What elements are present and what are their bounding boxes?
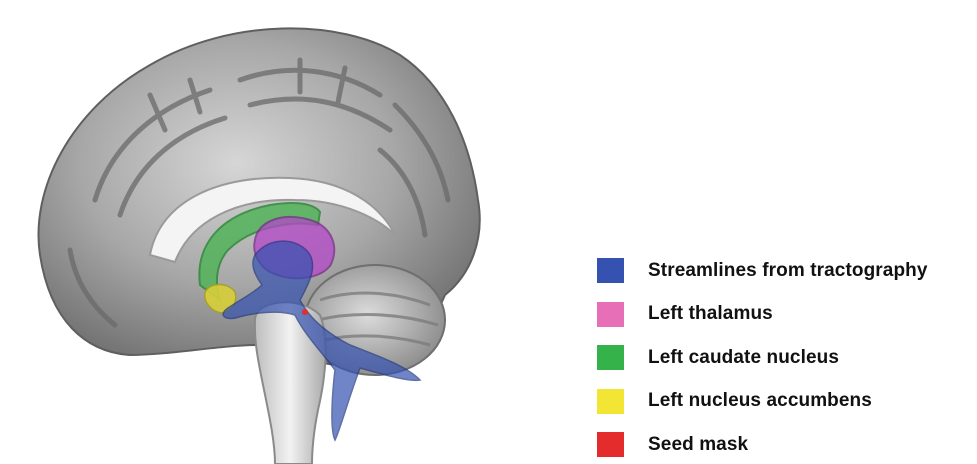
legend-item: Left nucleus accumbens bbox=[597, 380, 977, 424]
legend-item: Seed mask bbox=[597, 423, 977, 464]
legend-swatch bbox=[597, 389, 624, 414]
legend-item: Left caudate nucleus bbox=[597, 336, 977, 380]
legend-item: Left thalamus bbox=[597, 293, 977, 337]
legend-label: Left thalamus bbox=[648, 303, 773, 325]
legend: Streamlines from tractographyLeft thalam… bbox=[597, 249, 977, 464]
legend-swatch bbox=[597, 432, 624, 457]
brain-render-image bbox=[0, 0, 560, 464]
legend-label: Left nucleus accumbens bbox=[648, 390, 872, 412]
seed-mask bbox=[302, 309, 308, 315]
legend-swatch bbox=[597, 258, 624, 283]
legend-label: Streamlines from tractography bbox=[648, 260, 928, 282]
legend-swatch bbox=[597, 345, 624, 370]
legend-swatch bbox=[597, 302, 624, 327]
legend-item: Streamlines from tractography bbox=[597, 249, 977, 293]
legend-label: Seed mask bbox=[648, 434, 748, 456]
legend-label: Left caudate nucleus bbox=[648, 347, 839, 369]
